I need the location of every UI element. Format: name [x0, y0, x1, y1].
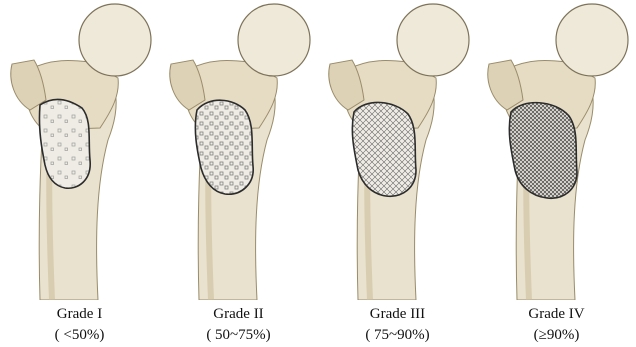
grade-label: Grade IV	[477, 305, 636, 323]
femur-illustration	[159, 0, 318, 300]
femoral-head	[556, 4, 628, 76]
femur-illustration	[318, 0, 477, 300]
grade-range: ( <50%)	[0, 326, 159, 344]
grade-label: Grade III	[318, 305, 477, 323]
panel-grade-4: Grade IV (≥90%)	[477, 0, 636, 347]
grade-range: (≥90%)	[477, 326, 636, 344]
panel-grade-2: Grade II ( 50~75%)	[159, 0, 318, 347]
femur-illustration	[477, 0, 636, 300]
grade-range: ( 50~75%)	[159, 326, 318, 344]
femoral-head	[79, 4, 151, 76]
femoral-head	[397, 4, 469, 76]
grade-label: Grade I	[0, 305, 159, 323]
grade-range: ( 75~90%)	[318, 326, 477, 344]
panel-grade-1: Grade I ( <50%)	[0, 0, 159, 347]
panel-grade-3: Grade III ( 75~90%)	[318, 0, 477, 347]
grade-label: Grade II	[159, 305, 318, 323]
femoral-head	[238, 4, 310, 76]
femur-illustration	[0, 0, 159, 300]
